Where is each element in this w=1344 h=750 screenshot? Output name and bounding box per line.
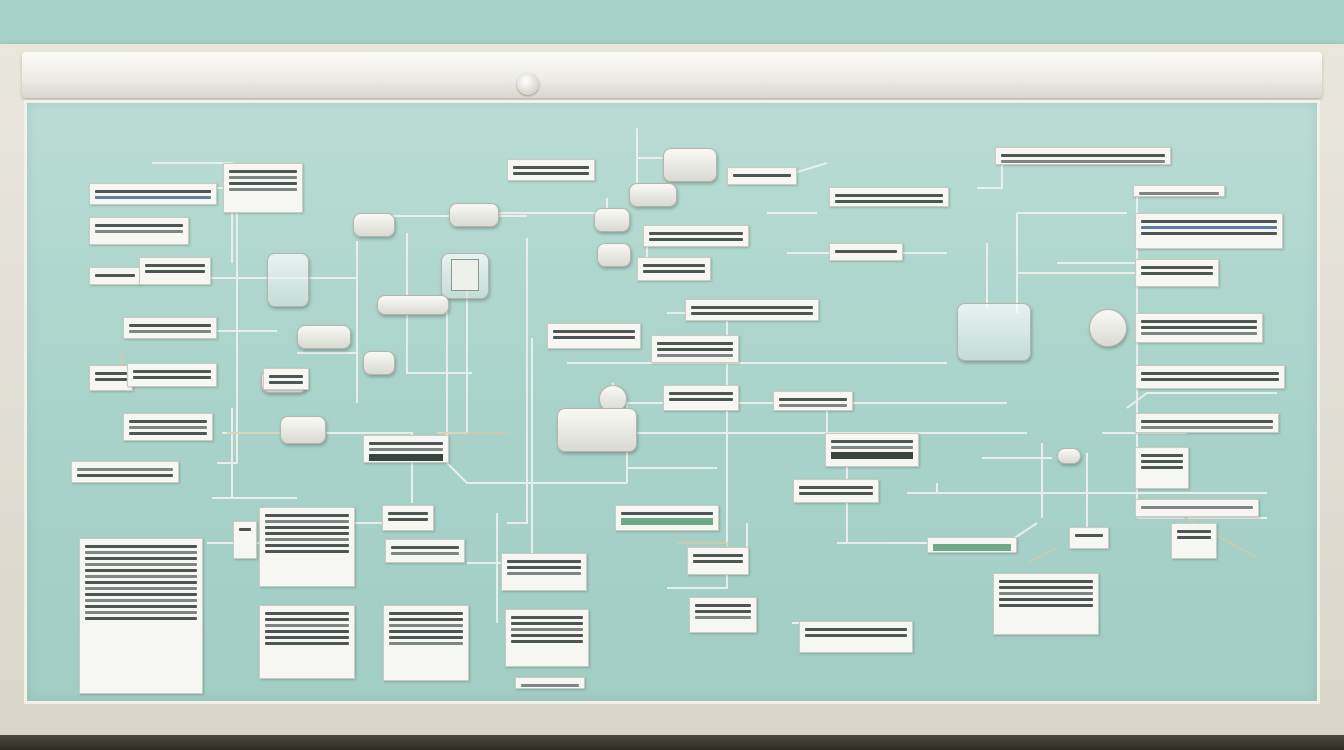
- label-card: [1069, 527, 1109, 549]
- notes-panel: [259, 507, 355, 587]
- notes-panel: [79, 538, 203, 694]
- label-card: [1133, 185, 1225, 197]
- label-card: [501, 553, 587, 591]
- notes-panel: [383, 605, 469, 681]
- label-card: [1171, 523, 1217, 559]
- label-card: [637, 257, 711, 281]
- diagram-board: [24, 100, 1320, 704]
- connector-icon: [449, 203, 499, 227]
- knob-icon: [1089, 309, 1127, 347]
- label-card: [89, 267, 141, 285]
- label-card: [793, 479, 879, 503]
- label-card: [825, 433, 919, 467]
- label-card: [123, 413, 213, 441]
- label-card: [643, 225, 749, 247]
- label-card: [507, 159, 595, 181]
- notes-panel: [505, 609, 589, 667]
- connector-icon: [353, 213, 395, 237]
- label-card: [89, 183, 217, 205]
- notes-panel: [993, 573, 1099, 635]
- label-card: [139, 257, 211, 285]
- label-card: [382, 505, 434, 531]
- label-card: [687, 547, 749, 575]
- frame-ledge: [0, 735, 1344, 750]
- label-card: [263, 368, 309, 390]
- label-card: [1135, 447, 1189, 489]
- label-card: [773, 391, 853, 411]
- label-card: [123, 317, 217, 339]
- connector-icon: [377, 295, 449, 315]
- label-card: [1135, 213, 1283, 249]
- label-card: [363, 435, 449, 463]
- device-icon: [557, 408, 637, 452]
- label-card: [1135, 413, 1279, 433]
- label-card: [727, 167, 797, 185]
- label-card: [689, 597, 757, 633]
- label-card: [927, 537, 1017, 553]
- label-card: [1135, 313, 1263, 343]
- label-card: [223, 163, 303, 213]
- connector-icon: [297, 325, 351, 349]
- connector-icon: [363, 351, 395, 375]
- label-card: [1135, 499, 1259, 517]
- label-card: [829, 187, 949, 207]
- label-card: [547, 323, 641, 349]
- device-icon: [957, 303, 1031, 361]
- device-icon: [267, 253, 309, 307]
- connector-icon: [629, 183, 677, 207]
- label-card: [651, 335, 739, 363]
- label-card: [663, 385, 739, 411]
- label-card: [1135, 259, 1219, 287]
- screen-icon: [451, 259, 479, 291]
- label-card: [615, 505, 719, 531]
- notes-panel: [259, 605, 355, 679]
- label-card: [1135, 365, 1285, 389]
- label-card: [233, 521, 257, 559]
- label-card: [829, 243, 903, 261]
- knob-icon: [517, 73, 539, 95]
- label-card: [385, 539, 465, 563]
- device-icon: [597, 243, 631, 267]
- label-card: [685, 299, 819, 321]
- top-rail: [22, 52, 1322, 98]
- connector-icon: [1057, 448, 1081, 464]
- label-card: [995, 147, 1171, 165]
- label-card: [515, 677, 585, 689]
- label-card: [799, 621, 913, 653]
- device-icon: [663, 148, 717, 182]
- label-card: [89, 217, 189, 245]
- label-card: [127, 363, 217, 387]
- connector-icon: [280, 416, 326, 444]
- device-icon: [594, 208, 630, 232]
- label-card: [71, 461, 179, 483]
